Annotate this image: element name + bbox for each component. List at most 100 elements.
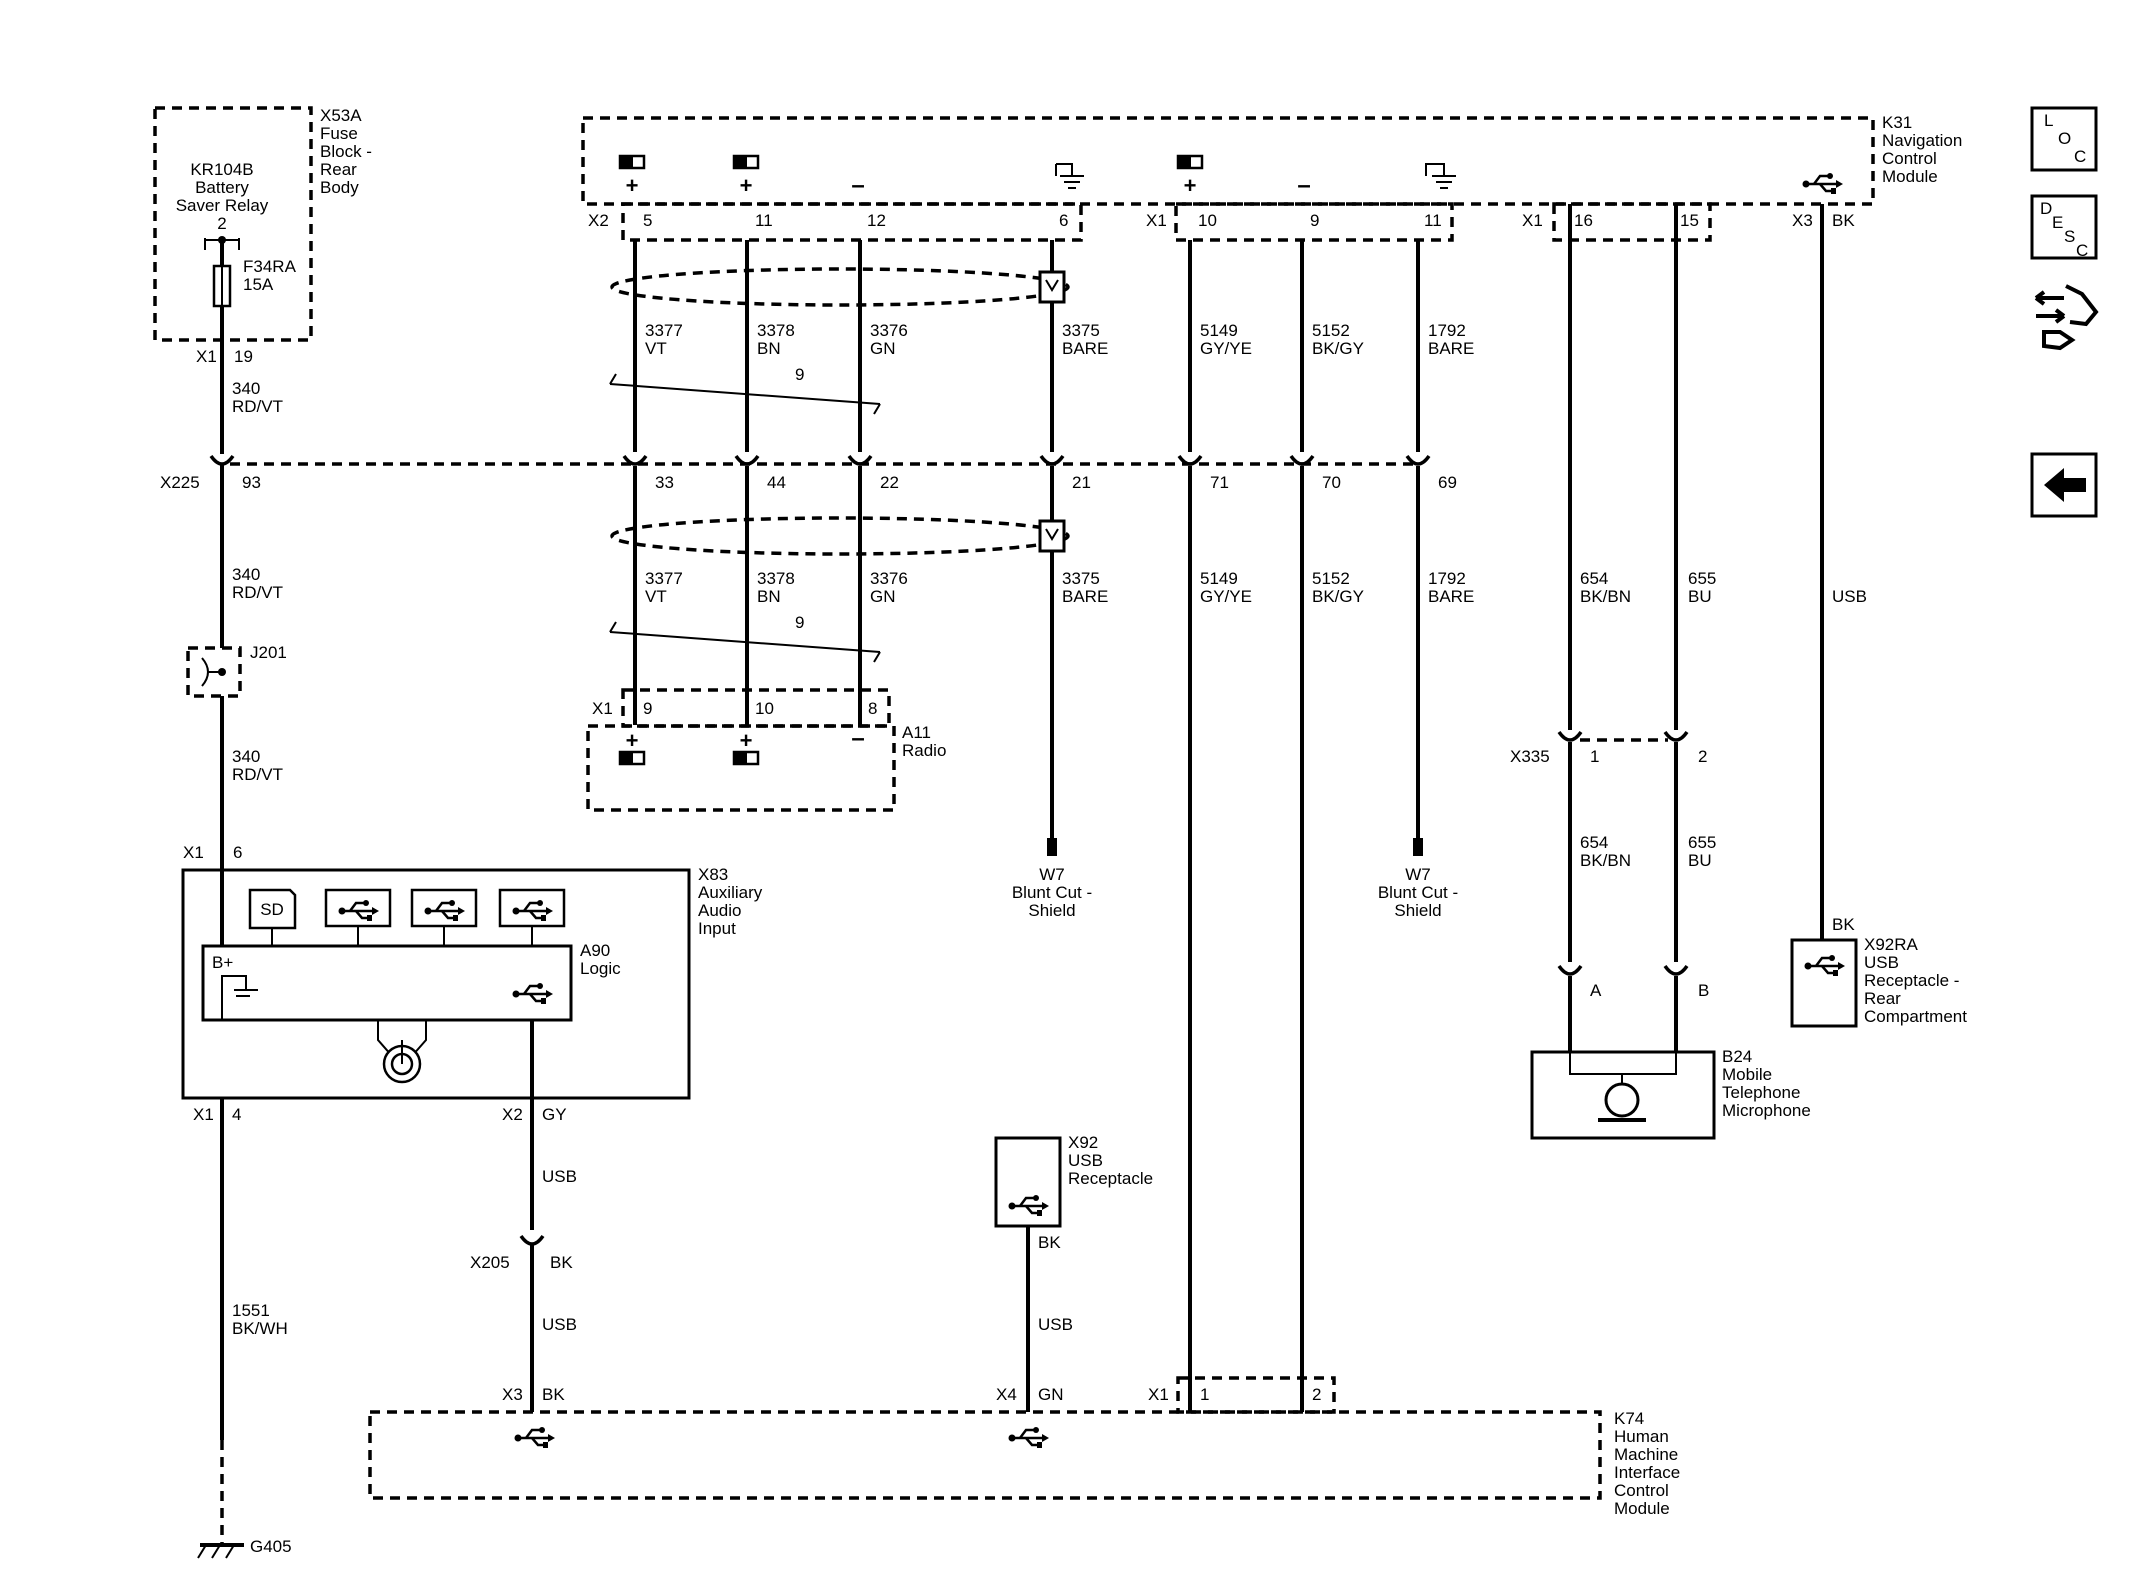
usb-port-icon <box>410 888 478 928</box>
svg-text:+: + <box>740 173 753 198</box>
svg-text:1551: 1551 <box>232 1301 270 1320</box>
svg-text:5152: 5152 <box>1312 569 1350 588</box>
svg-text:VT: VT <box>645 339 667 358</box>
svg-text:11: 11 <box>1424 211 1442 230</box>
back-button[interactable] <box>2030 452 2098 518</box>
microphone-wiring: 654 BK/BN 655 BU X335 1 2 654 BK/BN 655 … <box>1510 204 1716 1052</box>
svg-text:USB: USB <box>1068 1151 1103 1170</box>
svg-text:Auxiliary: Auxiliary <box>698 883 763 902</box>
ground-icon <box>1425 163 1456 189</box>
svg-text:X1: X1 <box>183 843 204 862</box>
sd-card-icon: SD <box>248 888 297 946</box>
x92-usb-receptacle: X92 USB Receptacle BK USB X4 GN <box>994 1133 1153 1412</box>
svg-text:Rear: Rear <box>1864 989 1901 1008</box>
a90-label: A90 <box>580 941 610 960</box>
svg-text:Mobile: Mobile <box>1722 1065 1772 1084</box>
svg-text:BARE: BARE <box>1428 339 1474 358</box>
svg-text:44: 44 <box>767 473 786 492</box>
svg-text:–: – <box>851 725 864 752</box>
svg-text:5152: 5152 <box>1312 321 1350 340</box>
ground-icon <box>221 975 258 1020</box>
service-tool-icon[interactable] <box>2034 284 2099 351</box>
svg-text:15: 15 <box>1680 211 1699 230</box>
x83-label: X83 <box>698 865 728 884</box>
ground-g405-icon <box>197 1543 244 1559</box>
svg-text:+: + <box>626 728 639 753</box>
svg-text:Fuse: Fuse <box>320 124 358 143</box>
svg-text:654: 654 <box>1580 569 1608 588</box>
svg-text:6: 6 <box>1059 211 1068 230</box>
svg-text:11: 11 <box>755 211 773 230</box>
svg-text:BARE: BARE <box>1428 587 1474 606</box>
usb-port-icon <box>498 888 566 928</box>
svg-text:X4: X4 <box>996 1385 1017 1404</box>
microphone-icon <box>1604 1082 1640 1118</box>
svg-text:Battery: Battery <box>195 178 249 197</box>
usb-icon <box>513 1425 557 1450</box>
svg-text:BARE: BARE <box>1062 587 1108 606</box>
w7-label: W7 <box>1039 865 1065 884</box>
desc-button[interactable]: D E S C <box>2030 194 2098 260</box>
svg-text:Microphone: Microphone <box>1722 1101 1811 1120</box>
usb-icon <box>1007 1193 1051 1218</box>
svg-text:X1: X1 <box>1522 211 1543 230</box>
b24-microphone: B24 Mobile Telephone Microphone <box>1530 1047 1811 1140</box>
svg-text:BK: BK <box>542 1385 565 1404</box>
w7-label: W7 <box>1405 865 1431 884</box>
svg-text:1: 1 <box>1200 1385 1209 1404</box>
svg-text:Receptacle -: Receptacle - <box>1864 971 1959 990</box>
speaker-plus-icon <box>618 750 646 766</box>
svg-text:USB: USB <box>542 1315 577 1334</box>
svg-text:71: 71 <box>1210 473 1229 492</box>
k31-navigation-module: K31 Navigation Control Module X2 5 11 12… <box>581 113 1962 242</box>
svg-text:BU: BU <box>1688 851 1712 870</box>
x225-label: X225 <box>160 473 200 492</box>
svg-text:5149: 5149 <box>1200 321 1238 340</box>
svg-text:2: 2 <box>217 214 226 233</box>
svg-text:Telephone: Telephone <box>1722 1083 1800 1102</box>
svg-text:Input: Input <box>698 919 736 938</box>
speaker-plus-icon <box>1176 154 1204 170</box>
ground-icon <box>1055 163 1084 189</box>
svg-text:A: A <box>1590 981 1602 1000</box>
svg-text:RD/VT: RD/VT <box>232 765 283 784</box>
svg-text:1792: 1792 <box>1428 569 1466 588</box>
svg-text:3376: 3376 <box>870 321 908 340</box>
svg-text:BK/GY: BK/GY <box>1312 339 1364 358</box>
speaker-plus-icon <box>732 154 760 170</box>
svg-text:+: + <box>740 728 753 753</box>
k74-hmi-module: X1 1 2 K74 Human Machine Interface Contr… <box>368 1376 1680 1518</box>
usb-icon <box>1007 1425 1051 1450</box>
svg-text:1792: 1792 <box>1428 321 1466 340</box>
x335-label: X335 <box>1510 747 1550 766</box>
svg-text:RD/VT: RD/VT <box>232 583 283 602</box>
speaker-plus-icon <box>732 750 760 766</box>
svg-text:22: 22 <box>880 473 899 492</box>
svg-text:Saver Relay: Saver Relay <box>176 196 269 215</box>
svg-text:BK/BN: BK/BN <box>1580 851 1631 870</box>
loc-button[interactable]: L O C <box>2030 106 2098 172</box>
svg-text:O: O <box>2058 129 2071 148</box>
svg-text:3378: 3378 <box>757 321 795 340</box>
svg-text:D: D <box>2040 199 2052 218</box>
relay-contact-icon <box>204 236 240 266</box>
svg-text:B+: B+ <box>212 953 233 972</box>
kr104b-label: KR104B <box>190 160 253 179</box>
svg-text:BK: BK <box>550 1253 573 1272</box>
svg-text:Receptacle: Receptacle <box>1068 1169 1153 1188</box>
svg-text:93: 93 <box>242 473 261 492</box>
svg-text:BK: BK <box>1038 1233 1061 1252</box>
svg-text:C: C <box>2076 241 2088 260</box>
svg-text:Audio: Audio <box>698 901 741 920</box>
shield-drain-icon <box>1038 519 1066 553</box>
svg-text:5: 5 <box>643 211 652 230</box>
svg-text:Blunt Cut -: Blunt Cut - <box>1012 883 1092 902</box>
svg-text:BK/WH: BK/WH <box>232 1319 288 1338</box>
k31-usb-icon <box>1801 171 1845 196</box>
svg-text:GN: GN <box>870 587 896 606</box>
svg-text:8: 8 <box>868 699 877 718</box>
k31-to-x225-wires: 9 3377 VT 3378 BN 3376 GN 3375 BARE 5149… <box>609 240 1474 452</box>
svg-text:10: 10 <box>755 699 774 718</box>
a90-logic-box <box>201 944 573 1022</box>
